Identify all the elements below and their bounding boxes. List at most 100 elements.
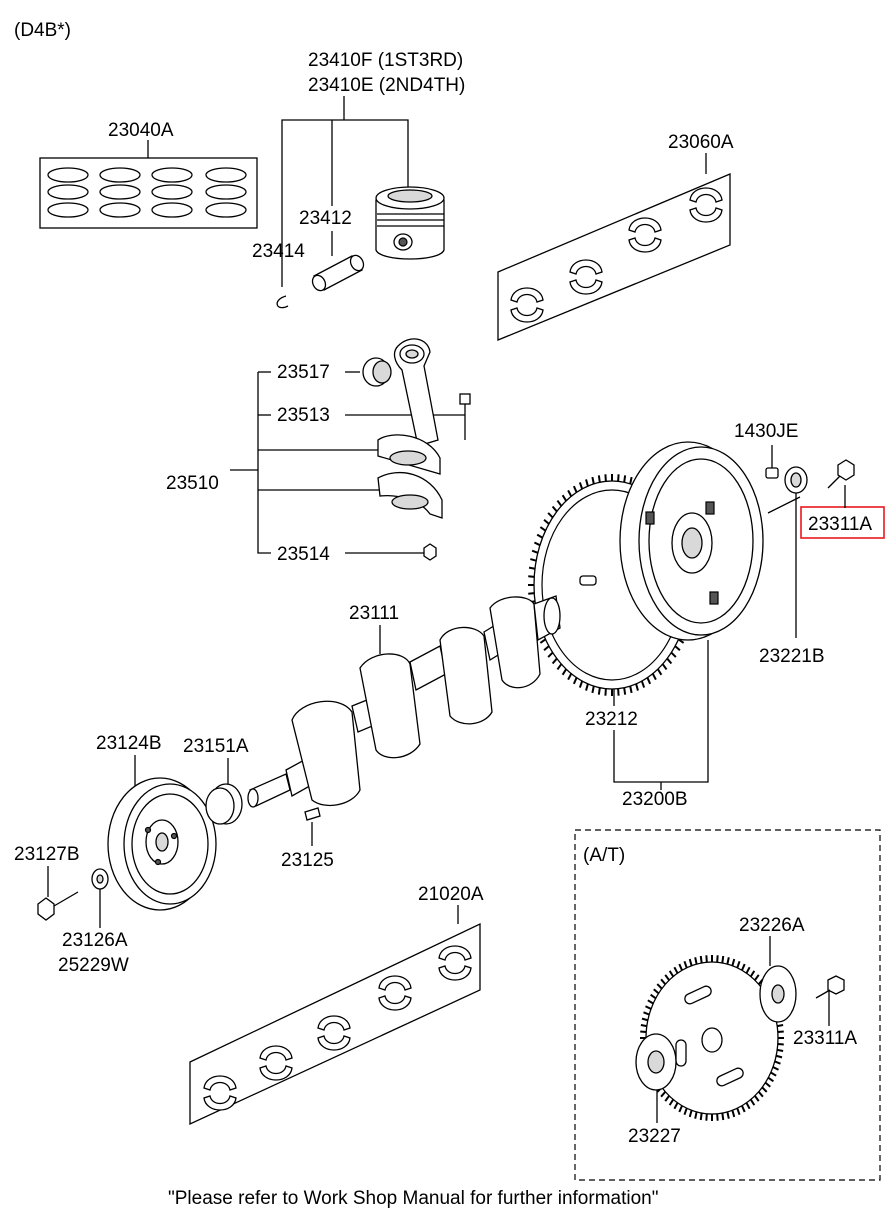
ring-gear-tooth [531, 549, 539, 554]
connecting-rod-assembly[interactable] [362, 338, 443, 519]
part-label-23414[interactable]: 23414 [252, 241, 305, 262]
part-label-23410F[interactable]: 23410F (1ST3RD) [308, 50, 463, 71]
ring-gear-tooth [674, 645, 681, 652]
drive-plate-tooth [668, 970, 675, 978]
drive-plate-tooth [678, 963, 683, 971]
rod-bolt[interactable] [459, 393, 471, 440]
part-label-23127B[interactable]: 23127B [14, 844, 80, 865]
bearing-shell [438, 945, 472, 961]
part-label-23311A-at[interactable]: 23311A [793, 1028, 857, 1049]
ring-gear-tooth [623, 475, 627, 483]
ring-gear-tooth [661, 663, 668, 670]
bearing-shell [203, 1075, 237, 1091]
ring-gear-tooth [539, 526, 547, 532]
drive-plate-tooth [745, 1102, 751, 1110]
ring-gear-tooth [567, 673, 573, 681]
drive-plate-tooth [699, 1112, 703, 1121]
piston-rings-set[interactable] [39, 157, 258, 229]
part-label-23227[interactable]: 23227 [628, 1126, 681, 1147]
bearing-shell [317, 1015, 351, 1031]
dowel-pin-23222[interactable] [579, 575, 597, 586]
drive-plate-tooth [777, 1048, 784, 1052]
bearing-shell [259, 1065, 293, 1081]
piston-ring [205, 202, 247, 218]
main-bearing-set-upper[interactable] [497, 173, 731, 341]
part-label-23510[interactable]: 23510 [166, 473, 219, 494]
ring-gear-tooth [543, 645, 550, 652]
part-label-23410E[interactable]: 23410E (2ND4TH) [308, 75, 465, 96]
part-label-23513[interactable]: 23513 [277, 405, 330, 426]
bearing-shell [569, 279, 603, 295]
part-label-23040A[interactable]: 23040A [108, 120, 174, 141]
bearing-shell [628, 217, 662, 233]
pulley-bolt[interactable] [37, 891, 79, 921]
part-label-25229W[interactable]: 25229W [58, 955, 129, 976]
drive-plate-tooth [772, 1066, 779, 1071]
part-label-23151A[interactable]: 23151A [183, 736, 249, 757]
part-label-23060A[interactable]: 23060A [668, 132, 734, 153]
part-label-23412[interactable]: 23412 [299, 208, 352, 229]
piston-ring [47, 184, 89, 200]
drive-plate-tooth [688, 1110, 693, 1118]
part-label-23517[interactable]: 23517 [277, 362, 330, 383]
ring-gear-tooth [530, 558, 537, 562]
adapter-plate-23226A[interactable] [759, 965, 797, 1023]
drive-plate-tooth [731, 1110, 736, 1118]
drive-plate-tooth [645, 1005, 652, 1010]
part-label-23111[interactable]: 23111 [349, 603, 399, 624]
bearing-shell [317, 1035, 351, 1051]
drive-plate-tooth [656, 983, 663, 990]
drive-plate-tooth [660, 978, 667, 985]
part-label-23226A[interactable]: 23226A [739, 915, 805, 936]
part-label-23126A[interactable]: 23126A [62, 930, 128, 951]
part-label-23125[interactable]: 23125 [281, 850, 334, 871]
timing-sprocket[interactable] [205, 783, 243, 825]
bearing-shell [203, 1095, 237, 1111]
part-label-23514[interactable]: 23514 [277, 544, 330, 565]
ring-gear-tooth [635, 683, 639, 691]
part-label-23200B[interactable]: 23200B [622, 789, 688, 810]
flywheel-bolt[interactable] [827, 459, 855, 489]
ring-gear-tooth [646, 677, 652, 685]
bearing-shell [510, 287, 544, 303]
ring-gear-tooth [539, 638, 547, 644]
drive-plate-tooth [736, 1107, 741, 1116]
washer[interactable] [91, 868, 109, 890]
rod-nut[interactable] [423, 543, 437, 561]
drive-plate-tooth [749, 1098, 756, 1106]
main-bearing-set-lower[interactable] [189, 922, 481, 1126]
piston-pin[interactable] [310, 253, 366, 293]
ring-gear-tooth [547, 512, 554, 519]
drive-plate-tooth [754, 1095, 760, 1102]
drive-plate-tooth [767, 1076, 774, 1083]
dowel-1430JE[interactable] [765, 467, 779, 479]
ring-gear-tooth [640, 680, 646, 688]
drive-plate-tooth [683, 960, 688, 969]
part-label-21020A[interactable]: 21020A [418, 884, 484, 905]
damper-pulley[interactable] [107, 777, 217, 911]
spacer-23227[interactable] [635, 1033, 677, 1091]
flywheel[interactable] [619, 441, 764, 641]
drive-plate[interactable] [640, 955, 784, 1121]
ring-gear-tooth [572, 485, 578, 493]
ring-gear-tooth [551, 505, 558, 513]
piston-ring [99, 184, 141, 200]
ring-gear-tooth [585, 479, 589, 487]
piston-ring [47, 202, 89, 218]
at-group-box [574, 829, 881, 1181]
drive-plate-tooth [647, 999, 654, 1005]
bushing-23221B[interactable] [784, 466, 808, 494]
snap-ring[interactable] [276, 295, 289, 309]
drive-plate-tooth [777, 1042, 784, 1046]
part-label-23311A-top[interactable]: 23311A [808, 514, 872, 535]
part-label-23212[interactable]: 23212 [585, 709, 638, 730]
bearing-shell [378, 995, 412, 1011]
piston[interactable] [375, 186, 445, 260]
drive-plate-tooth [688, 958, 693, 966]
at-bolt-23311A[interactable] [815, 975, 845, 999]
part-label-23124B[interactable]: 23124B [96, 733, 162, 754]
crank-key[interactable] [304, 807, 321, 821]
part-label-23221B[interactable]: 23221B [759, 646, 825, 667]
part-label-1430JE[interactable]: 1430JE [734, 421, 798, 442]
crankshaft[interactable] [247, 595, 561, 808]
